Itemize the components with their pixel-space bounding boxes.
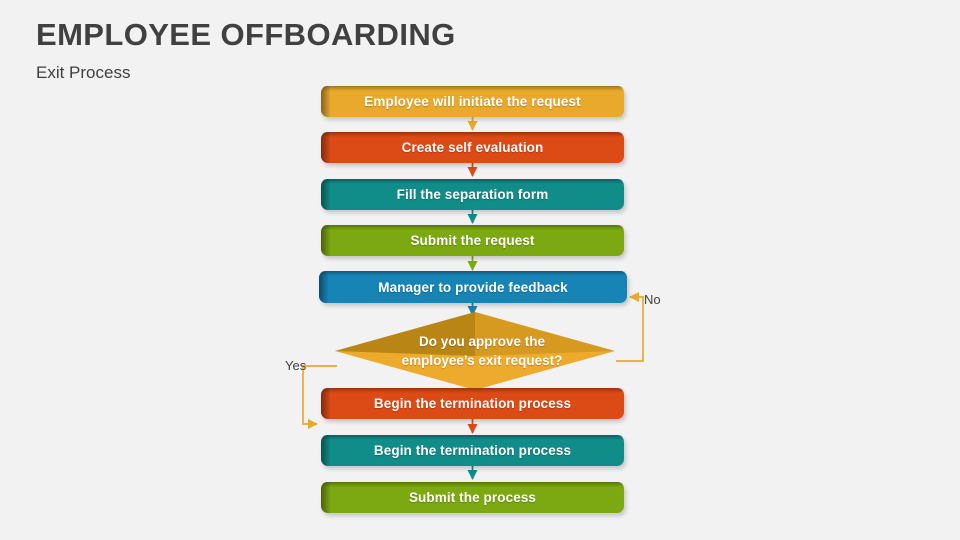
branch-label-yes: Yes xyxy=(285,358,307,373)
flow-node-label: Manager to provide feedback xyxy=(378,279,568,295)
flow-node-terminate-orange[interactable]: Begin the termination process xyxy=(321,388,624,419)
branch-label-no: No xyxy=(644,292,661,307)
flow-node-approve-decision[interactable]: Do you approve the employee’s exit reque… xyxy=(335,312,615,390)
flow-node-submit-request[interactable]: Submit the request xyxy=(321,225,624,256)
flow-node-initiate[interactable]: Employee will initiate the request xyxy=(321,86,624,117)
decision-line-2: employee’s exit request? xyxy=(401,353,563,368)
diamond-shape xyxy=(335,312,615,390)
flow-node-separation-form[interactable]: Fill the separation form xyxy=(321,179,624,210)
flow-node-label: Fill the separation form xyxy=(396,187,549,202)
flow-node-label: Create self evaluation xyxy=(401,140,544,155)
flow-node-label: Begin the termination process xyxy=(373,443,572,458)
flow-node-terminate-teal[interactable]: Begin the termination process xyxy=(321,435,624,466)
decision-label: Do you approve the employee’s exit reque… xyxy=(335,312,615,390)
connector-yes-path xyxy=(302,365,337,430)
flow-node-label: Submit the request xyxy=(410,233,535,248)
page-title: EMPLOYEE OFFBOARDING xyxy=(36,17,456,52)
slide-header: EMPLOYEE OFFBOARDING Exit Process xyxy=(36,16,596,85)
flow-node-label: Submit the process xyxy=(408,490,537,505)
flow-node-label: Begin the termination process xyxy=(373,396,572,411)
flow-node-label: Employee will initiate the request xyxy=(364,94,581,109)
flow-node-submit-process[interactable]: Submit the process xyxy=(321,482,624,513)
flow-node-manager-feedback[interactable]: Manager to provide feedback xyxy=(319,271,627,303)
flow-node-self-eval[interactable]: Create self evaluation xyxy=(321,132,624,163)
connector-no-loop xyxy=(616,291,644,362)
page-subtitle: Exit Process xyxy=(36,63,131,82)
decision-line-1: Do you approve the xyxy=(418,334,545,349)
